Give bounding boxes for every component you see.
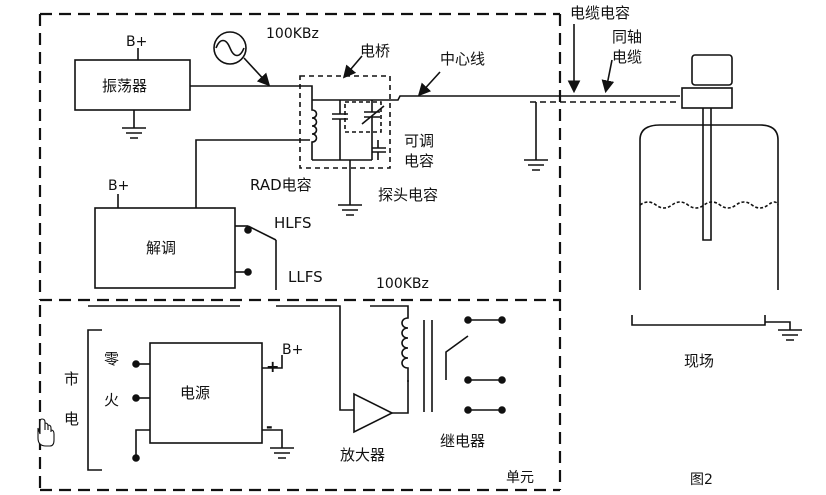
- tank-ground-lead: [765, 321, 791, 330]
- figure-label: 图2: [690, 472, 713, 488]
- power-bplus-label: B+: [282, 342, 303, 358]
- tunable-cap-label-2: 电容: [404, 152, 434, 170]
- probe-capacitance-label: 探头电容: [378, 186, 438, 204]
- oscillator-bplus-label: B+: [126, 34, 147, 50]
- cable-capacitance-label: 电缆电容: [570, 4, 630, 22]
- probe-head: [691, 54, 733, 86]
- probe-cap: [372, 140, 386, 160]
- minus-sign-label: -: [266, 417, 273, 436]
- demod-input-wire: [195, 139, 310, 208]
- rad-coil: [311, 100, 318, 160]
- amplifier-triangle: [353, 392, 394, 434]
- minus-output-lead: [262, 429, 283, 448]
- amplifier-label: 放大器: [340, 446, 385, 464]
- tank-base: [631, 315, 766, 326]
- mains-lead: [135, 429, 150, 458]
- power-ground: [270, 447, 294, 459]
- llfs-label: LLFS: [288, 268, 323, 286]
- bridge-ground: [338, 204, 362, 216]
- oscillator-label: 振荡器: [102, 77, 147, 95]
- probe-rod: [702, 108, 712, 241]
- mains-bracket: [87, 329, 102, 471]
- plus-output-lead: [262, 355, 283, 369]
- demod-bplus-label: B+: [108, 178, 129, 194]
- tank: [639, 124, 779, 290]
- tunable-cap: [361, 100, 385, 160]
- sine-wave-scope-icon: [213, 31, 271, 87]
- bridge-label: 电桥: [360, 42, 390, 60]
- level-switch-blade: [247, 225, 277, 241]
- relay-label: 继电器: [440, 432, 485, 450]
- bridge-arrow: [342, 55, 363, 79]
- field-label: 现场: [684, 352, 714, 370]
- hlfs-contact: [244, 226, 252, 234]
- zero-label: 零: [104, 350, 119, 368]
- cable-ground: [524, 159, 548, 171]
- power-supply-box: [149, 342, 263, 444]
- mains-label-2: 电: [64, 410, 79, 428]
- plus-sign-label: +: [266, 357, 279, 376]
- oscillator-output-wire: [190, 85, 313, 100]
- coax-label-1: 同轴: [612, 28, 642, 46]
- frequency-label-bottom: 100KBz: [376, 276, 429, 292]
- rad-cap-lead: [332, 100, 348, 160]
- relay-coil: [370, 305, 409, 382]
- oscillator-box: [74, 59, 191, 111]
- coax-label-2: 电缆: [612, 48, 642, 66]
- oscillator-ground: [122, 127, 146, 139]
- hlfs-label: HLFS: [274, 214, 312, 232]
- frequency-label-top: 100KBz: [266, 26, 319, 42]
- relay-blade: [445, 335, 469, 380]
- tunable-box: [344, 101, 382, 133]
- power-supply-label: 电源: [180, 384, 210, 402]
- center-wire-arrow: [417, 71, 441, 97]
- center-wire-label: 中心线: [440, 50, 485, 68]
- demodulator-box: [94, 207, 236, 289]
- amplifier-to-coil: [392, 380, 409, 414]
- tank-ground: [778, 329, 802, 341]
- amplifier-input-wire: [276, 305, 354, 411]
- liquid-level: [639, 201, 779, 209]
- hand-cursor-icon: [37, 418, 55, 447]
- unit-label: 单元: [506, 470, 534, 486]
- tunable-cap-label-1: 可调: [404, 132, 434, 150]
- rad-capacitance-label: RAD电容: [250, 176, 312, 194]
- mains-label-1: 市: [64, 370, 79, 388]
- coax-arrow: [601, 59, 615, 94]
- relay-core: [423, 320, 433, 412]
- probe-connector: [681, 87, 733, 109]
- live-label: 火: [104, 391, 119, 409]
- demodulator-label: 解调: [146, 239, 176, 257]
- center-wire: [380, 95, 680, 101]
